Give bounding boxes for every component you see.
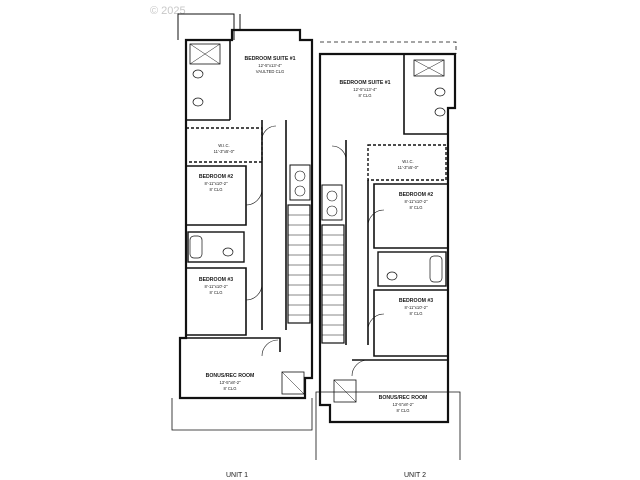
room-name: BONUS/REC ROOM bbox=[379, 395, 428, 401]
unit-label: UNIT 2 bbox=[404, 472, 426, 479]
room-name: BEDROOM #3 bbox=[399, 298, 433, 304]
room-ceiling: 8' CLG bbox=[410, 311, 423, 316]
room-ceiling: 8' CLG bbox=[210, 187, 223, 192]
room-ceiling: 8' CLG bbox=[224, 386, 237, 391]
room-ceiling: 8' CLG bbox=[410, 205, 423, 210]
room-dimensions: 11'-3"x5'-0" bbox=[398, 165, 419, 170]
unit-1-labels: BEDROOM SUITE #1 12'-5"x13'-4" VAULTED C… bbox=[199, 56, 296, 479]
room-dimensions: 8'-11"x10'-2" bbox=[204, 181, 228, 186]
room-ceiling: 8' CLG bbox=[397, 408, 410, 413]
unit-label: UNIT 1 bbox=[226, 472, 248, 479]
room-label-bonus: BONUS/REC ROOM 13'-5"x8'-2" 8' CLG bbox=[206, 373, 255, 391]
room-label-bedroom-3: BEDROOM #3 8'-11"x10'-2" 8' CLG bbox=[399, 298, 433, 316]
unit-2-plan bbox=[315, 41, 461, 460]
room-ceiling: 8' CLG bbox=[359, 93, 372, 98]
room-name: W.I.C. bbox=[218, 143, 229, 148]
room-label-suite: BEDROOM SUITE #1 12'-5"x13'-4" 8' CLG bbox=[339, 80, 390, 98]
room-dimensions: 12'-5"x13'-4" bbox=[353, 87, 377, 92]
room-label-bonus: BONUS/REC ROOM 13'-5"x8'-2" 8' CLG bbox=[379, 395, 428, 413]
room-name: BONUS/REC ROOM bbox=[206, 373, 255, 379]
room-dimensions: 8'-11"x10'-2" bbox=[204, 284, 228, 289]
room-dimensions: 13'-5"x8'-2" bbox=[392, 402, 414, 407]
room-dimensions: 13'-5"x8'-2" bbox=[219, 380, 241, 385]
room-ceiling: 8' CLG bbox=[210, 290, 223, 295]
room-label-wic: W.I.C. 11'-3"x5'-0" bbox=[214, 143, 235, 154]
room-name: BEDROOM #3 bbox=[199, 277, 233, 283]
room-label-bedroom-2: BEDROOM #2 8'-11"x10'-2" 8' CLG bbox=[399, 192, 433, 210]
room-dimensions: 12'-5"x13'-4" bbox=[258, 63, 282, 68]
room-name: BEDROOM #2 bbox=[199, 174, 233, 180]
unit-1-plan bbox=[171, 13, 314, 431]
room-name: BEDROOM SUITE #1 bbox=[339, 80, 390, 86]
room-label-suite: BEDROOM SUITE #1 12'-5"x13'-4" VAULTED C… bbox=[244, 56, 295, 74]
room-ceiling: VAULTED CLG bbox=[256, 69, 284, 74]
room-label-bedroom-2: BEDROOM #2 8'-11"x10'-2" 8' CLG bbox=[199, 174, 233, 192]
room-label-bedroom-3: BEDROOM #3 8'-11"x10'-2" 8' CLG bbox=[199, 277, 233, 295]
room-name: BEDROOM #2 bbox=[399, 192, 433, 198]
watermark: © 2025 bbox=[150, 5, 186, 17]
unit-2-labels: BEDROOM SUITE #1 12'-5"x13'-4" 8' CLG W.… bbox=[339, 80, 433, 479]
room-name: BEDROOM SUITE #1 bbox=[244, 56, 295, 62]
room-dimensions: 8'-11"x10'-2" bbox=[404, 199, 428, 204]
room-label-wic: W.I.C. 11'-3"x5'-0" bbox=[398, 159, 419, 170]
room-dimensions: 11'-3"x5'-0" bbox=[214, 149, 235, 154]
room-name: W.I.C. bbox=[402, 159, 413, 164]
room-dimensions: 8'-11"x10'-2" bbox=[404, 305, 428, 310]
